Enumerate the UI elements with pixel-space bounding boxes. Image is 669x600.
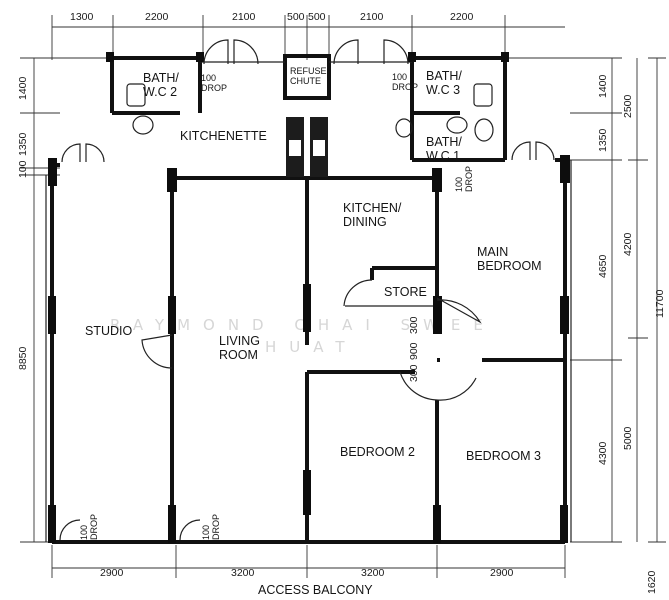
studio-label: STUDIO xyxy=(85,324,133,338)
bath-wc-2-label: BATH/W.C 2 xyxy=(143,71,179,99)
dim-top-2100a: 2100 xyxy=(232,11,256,23)
dim-bottom-3200a: 3200 xyxy=(231,567,255,579)
dim-right-4300: 4300 xyxy=(597,441,609,465)
dim-right-4200: 4200 xyxy=(622,232,634,256)
bath-wc-1-label: BATH/W.C 1 xyxy=(426,135,462,163)
dim-right-5000: 5000 xyxy=(622,426,634,450)
dim-top-2200: 2200 xyxy=(145,11,169,23)
kitchenette-label: KITCHENETTE xyxy=(180,129,267,143)
store-label: STORE xyxy=(384,285,427,299)
bedroom-2-label: BEDROOM 2 xyxy=(340,445,415,459)
plan-code: 1620 xyxy=(646,570,658,594)
dim-bottom-3200b: 3200 xyxy=(361,567,385,579)
watermark-line-1: RAYMOND CHAI SWEE xyxy=(110,316,496,334)
dim-top-2100b: 2100 xyxy=(360,11,384,23)
dim-store-900: 900 xyxy=(408,342,420,360)
dim-left-100: 100 xyxy=(17,160,29,178)
drop-wc1-side: 100DROP xyxy=(454,166,474,192)
dim-left-1400: 1400 xyxy=(17,76,29,100)
columns xyxy=(48,52,570,543)
doors xyxy=(59,39,555,541)
dim-right-1400: 1400 xyxy=(597,74,609,98)
dim-right-1350: 1350 xyxy=(597,128,609,152)
dim-left-8850: 8850 xyxy=(17,346,29,370)
drop-bottom-mid: 100DROP xyxy=(201,514,221,540)
dim-store-300b: 300 xyxy=(408,364,420,382)
kitchen-dining-label: KITCHEN/DINING xyxy=(343,201,402,229)
dim-store-300a: 300 xyxy=(408,316,420,334)
watermark-line-2: HUAT xyxy=(265,338,358,356)
dim-top-500b: 500 xyxy=(308,11,326,23)
dim-right-2500: 2500 xyxy=(622,94,634,118)
dim-right-11700: 11700 xyxy=(654,289,666,318)
dim-top-2200b: 2200 xyxy=(450,11,474,23)
fixtures xyxy=(126,83,494,177)
dim-bottom-2900b: 2900 xyxy=(490,567,514,579)
window-lines xyxy=(45,61,572,542)
access-balcony-label: ACCESS BALCONY xyxy=(258,583,373,597)
dim-left-1350: 1350 xyxy=(17,132,29,156)
dim-right-4650: 4650 xyxy=(597,254,609,278)
drop-bottom-left: 100DROP xyxy=(79,514,99,540)
dim-bottom-2900a: 2900 xyxy=(100,567,124,579)
bedroom-3-label: BEDROOM 3 xyxy=(466,449,541,463)
dim-top-1300: 1300 xyxy=(70,11,94,23)
bath-wc-3-label: BATH/W.C 3 xyxy=(426,69,462,97)
dimension-lines xyxy=(20,15,666,578)
dim-top-500a: 500 xyxy=(287,11,305,23)
